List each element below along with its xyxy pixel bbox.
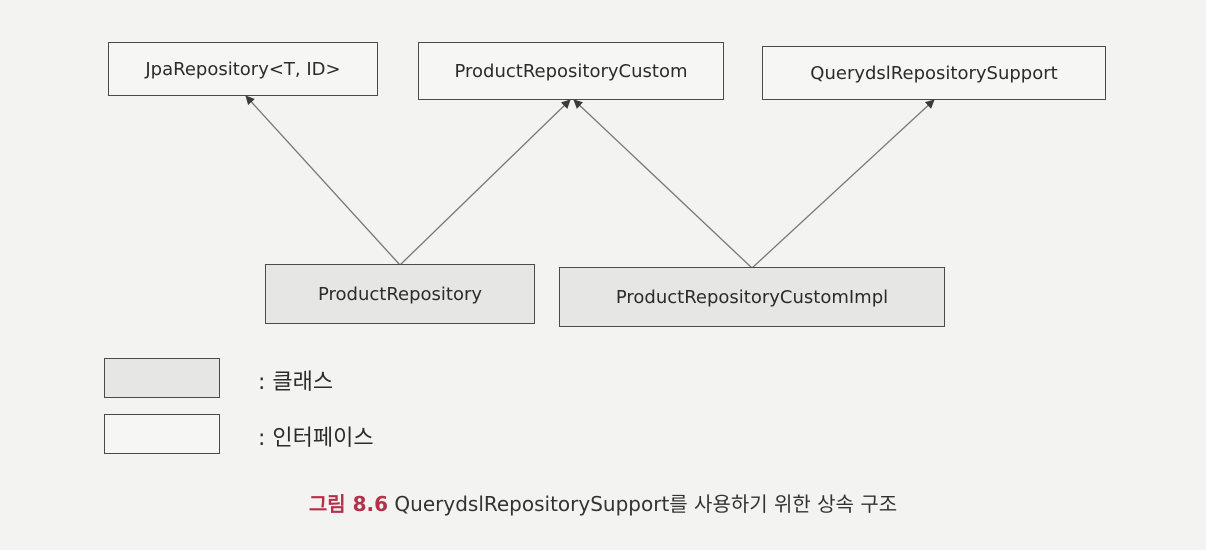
node-product-repository-custom: ProductRepositoryCustom bbox=[418, 42, 724, 100]
node-label: ProductRepositoryCustom bbox=[454, 60, 688, 82]
node-jpa-repository: JpaRepository<T, ID> bbox=[108, 42, 378, 96]
figure-caption-text: QuerydslRepositorySupport를 사용하기 위한 상속 구조 bbox=[388, 492, 898, 516]
node-label: JpaRepository<T, ID> bbox=[145, 58, 341, 80]
edge-productrepositorycustomimpl-to-querydslrepositorysupport bbox=[751, 99, 935, 269]
edge-productrepository-to-jparepository bbox=[245, 95, 401, 266]
figure-number: 그림 8.6 bbox=[308, 492, 389, 516]
node-product-repository-custom-impl: ProductRepositoryCustomImpl bbox=[559, 267, 945, 327]
node-label: QuerydslRepositorySupport bbox=[810, 62, 1058, 84]
figure-caption: 그림 8.6 QuerydslRepositorySupport를 사용하기 위… bbox=[0, 488, 1206, 517]
legend-interface-label: : 인터페이스 bbox=[258, 426, 374, 451]
edge-productrepositorycustomimpl-to-productrepositorycustom bbox=[573, 99, 753, 269]
legend-class-label: : 클래스 bbox=[258, 370, 334, 395]
node-product-repository: ProductRepository bbox=[265, 264, 535, 324]
node-label: ProductRepository bbox=[317, 283, 483, 305]
node-querydsl-repository-support: QuerydslRepositorySupport bbox=[762, 46, 1106, 100]
legend-interface-swatch bbox=[104, 414, 220, 454]
node-label: ProductRepositoryCustomImpl bbox=[615, 286, 889, 308]
edge-productrepository-to-productrepositorycustom bbox=[399, 99, 571, 266]
legend-class-swatch bbox=[104, 358, 220, 398]
